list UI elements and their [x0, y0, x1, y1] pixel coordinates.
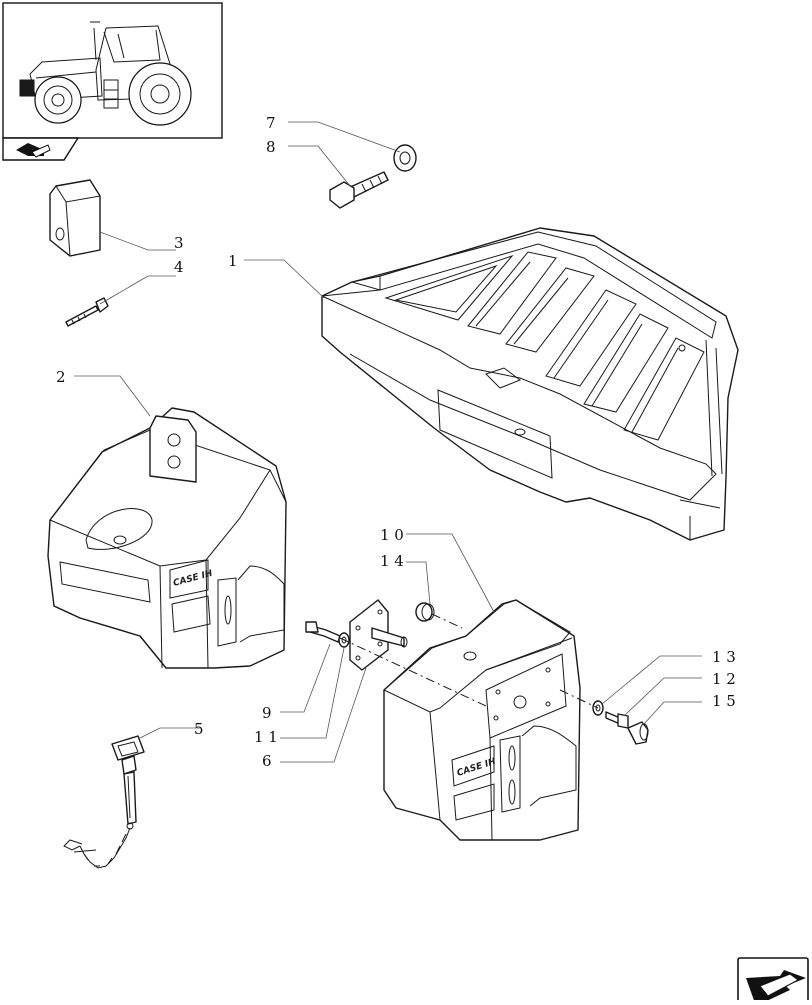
callout-8: 8: [266, 138, 276, 156]
part-washer-7: [393, 144, 417, 172]
next-page-button[interactable]: [737, 957, 809, 1005]
callout-13: 1 3: [712, 648, 736, 666]
part-pin-5: [63, 735, 145, 869]
next-page-arrow-icon: [746, 970, 806, 1005]
callout-11: 1 1: [254, 728, 278, 746]
callout-9: 9: [262, 704, 272, 722]
callout-15: 1 5: [712, 692, 736, 710]
part-block-3: [49, 179, 101, 257]
assembly-line-bolt: [339, 637, 487, 707]
assembly-line-rear: [559, 689, 599, 709]
tractor-icon: [29, 21, 192, 126]
part-bolt-4: [65, 297, 109, 327]
callout-5: 5: [194, 720, 204, 738]
part-rear-weight-10: CASE IH: [383, 599, 581, 841]
section-arrow-icon[interactable]: [16, 143, 51, 158]
callout-1: 1: [228, 252, 238, 270]
callout-14: 1 4: [380, 552, 404, 570]
assembly-line-plug: [431, 613, 463, 629]
part-bolt-12: [605, 711, 629, 729]
callout-3: 3: [174, 234, 184, 252]
part-plate-6: [349, 599, 408, 671]
tractor-thumbnail[interactable]: [2, 2, 223, 161]
part-plug-14: [415, 602, 435, 622]
callout-4: 4: [174, 258, 184, 276]
callout-2: 2: [56, 368, 66, 386]
callout-10: 1 0: [380, 526, 404, 544]
part-front-weight-2: CASE IH: [47, 407, 287, 669]
leader-lines: [74, 121, 702, 763]
callout-7: 7: [266, 114, 276, 132]
callout-6: 6: [262, 752, 272, 770]
callout-12: 1 2: [712, 670, 736, 688]
part-bolt-9: [305, 621, 341, 643]
front-weight-highlight-icon: [19, 79, 35, 97]
part-weight-carrier-1: [321, 227, 739, 541]
part-bolt-8: [329, 171, 389, 209]
part-cap-15: [627, 721, 649, 745]
